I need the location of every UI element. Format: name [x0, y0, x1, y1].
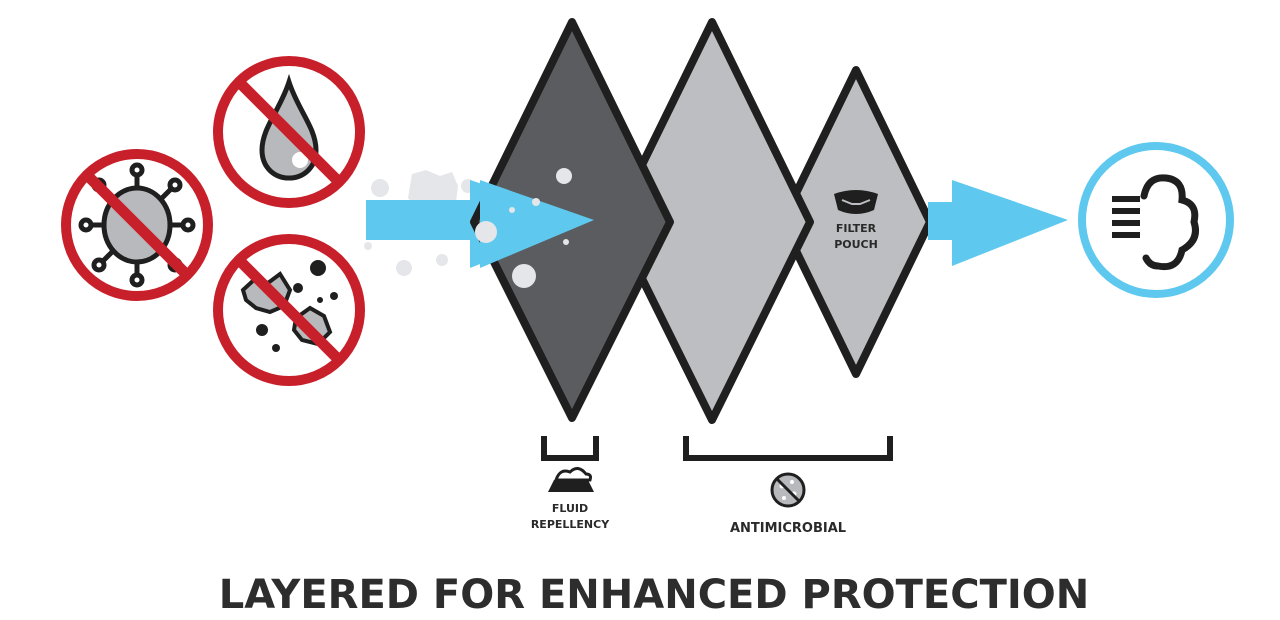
antimicrobial-group: ANTIMICROBIAL — [683, 436, 893, 536]
no-water-sign — [213, 56, 365, 208]
antimicrobial-layer — [610, 18, 814, 424]
blocked-particles — [475, 168, 572, 288]
filter-pouch-label-line1: FILTER — [836, 222, 877, 235]
fluid-label-line2: REPELLENCY — [531, 518, 610, 531]
breath-cloud-icon — [1112, 174, 1199, 271]
fluid-label-line1: FLUID — [552, 502, 588, 515]
antimicrobial-icon — [770, 472, 806, 508]
no-virus-sign — [61, 149, 213, 301]
airflow-out-arrow — [928, 180, 1068, 266]
mask-icon — [834, 190, 878, 214]
filter-layer: FILTER POUCH — [778, 66, 934, 378]
filter-pouch-label-line2: POUCH — [834, 238, 878, 251]
clean-air-sign — [1078, 142, 1234, 298]
antimicrobial-label: ANTIMICROBIAL — [730, 521, 846, 536]
fluid-repellency-icon — [548, 467, 594, 492]
fluid-repellent-layer — [470, 18, 674, 422]
no-dust-sign — [213, 234, 365, 386]
diagram-title: LAYERED FOR ENHANCED PROTECTION — [219, 572, 1089, 618]
fluid-repellency-group: FLUID REPELLENCY — [531, 436, 610, 531]
